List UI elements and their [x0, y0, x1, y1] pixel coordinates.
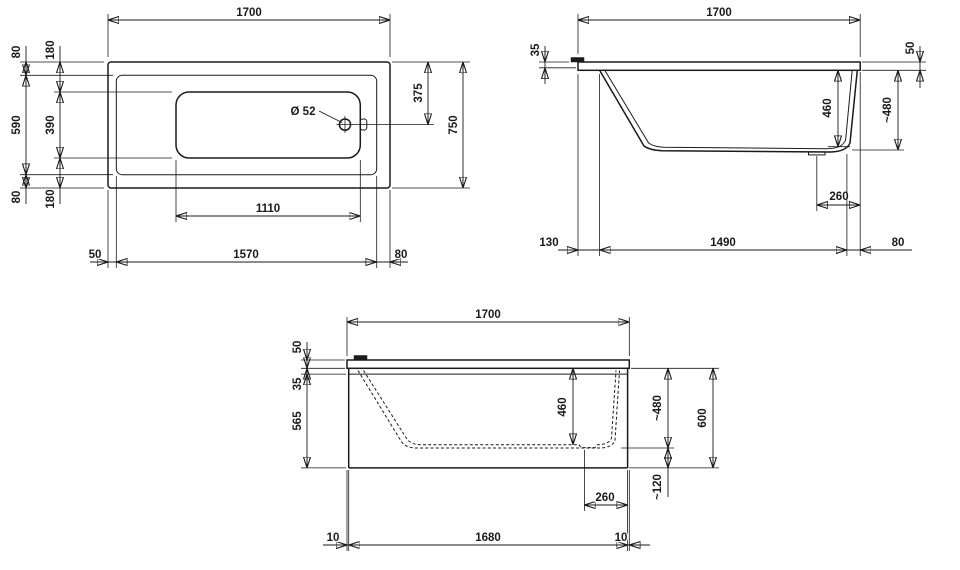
drain-leader-line: [318, 110, 343, 124]
plan-dim-width-total: 750: [392, 62, 470, 189]
front-inner-depth-label: 460: [557, 397, 569, 416]
front-view: 1700 50 35 565 460: [291, 308, 719, 551]
hidden-shell-outer: [357, 370, 620, 449]
front-dim-drain-offset: 260: [584, 450, 628, 511]
plan-inner-width-label: 590: [11, 115, 23, 134]
plan-drain-diameter-label: Ø 52: [291, 106, 316, 118]
front-rim-lip-label: 35: [292, 377, 304, 390]
front-panel-inset-right-label: 10: [615, 532, 628, 544]
plan-inner-length-label: 1570: [233, 249, 259, 261]
plan-rim-right-label: 80: [395, 249, 408, 261]
plan-view: Ø 52 1700 80 590 80: [10, 6, 470, 268]
plan-dim-basin-length: 1110: [175, 160, 361, 222]
rim-tab: [353, 355, 368, 361]
front-dim-body-height: ~480: [621, 367, 719, 449]
front-tub-outline: [346, 355, 631, 469]
side-rim-height-label: 50: [905, 42, 917, 55]
front-dim-bottom-row: 10 1680 10: [323, 470, 650, 551]
front-dim-inner-depth: 460: [556, 368, 573, 445]
front-rim-height-label: 50: [292, 341, 304, 354]
front-panel-inset-left-label: 10: [327, 532, 340, 544]
front-panel-length-label: 1680: [475, 532, 501, 544]
plan-dim-drain-offset: 375: [353, 61, 470, 125]
plan-width-total-label: 750: [448, 115, 460, 134]
rim-tab: [570, 57, 585, 63]
side-view: 1700 35 50 460: [529, 6, 926, 256]
front-length-total-label: 1700: [475, 309, 501, 321]
plan-dim-width-outer: 80 590 80: [10, 44, 113, 205]
side-apron-left-label: 130: [539, 237, 558, 249]
drain-fitting: [808, 151, 826, 156]
front-apron-height-label: 565: [292, 411, 304, 431]
side-bottom-length-label: 1490: [710, 237, 736, 249]
plan-rim-left-label: 50: [89, 249, 102, 261]
side-tub-outline: [570, 57, 861, 156]
plan-deck-top-label: 180: [45, 40, 57, 59]
side-dim-length: 1700: [577, 6, 861, 57]
side-dim-drain-offset: 260: [816, 156, 861, 211]
plan-length-total-label: 1700: [236, 7, 262, 19]
plan-basin-width-label: 390: [45, 115, 57, 134]
plan-drain-offset-label: 375: [413, 83, 425, 103]
front-drain-offset-label: 260: [595, 492, 614, 504]
side-drain-offset-label: 260: [829, 191, 848, 203]
front-body-height-label: ~480: [652, 395, 664, 421]
front-dim-floor-gap: ~120: [651, 448, 668, 501]
front-dim-length: 1700: [346, 308, 630, 356]
plan-rim-top-label: 80: [11, 46, 23, 59]
side-rim-lip-label: 35: [530, 43, 542, 56]
side-dim-rim-lip: 35: [529, 42, 576, 84]
front-total-height-label: 600: [697, 408, 709, 427]
side-dim-inner-depth: 460: [821, 70, 850, 148]
plan-dim-width-inner: 180 390 180: [44, 39, 172, 210]
plan-dim-bottom-row: 50 1570 80: [87, 176, 409, 268]
side-dim-rim-height: 50: [862, 40, 926, 88]
plan-basin-length-label: 1110: [256, 203, 280, 215]
side-inner-depth-label: 460: [822, 98, 834, 117]
plan-rim-bottom-label: 80: [11, 191, 23, 204]
hidden-shell-inner: [363, 370, 617, 449]
side-dim-bottom-row: 130 1490 80: [538, 72, 912, 256]
plan-tub-outline: [107, 61, 391, 189]
side-length-total-label: 1700: [706, 7, 732, 19]
plan-deck-bottom-label: 180: [45, 189, 57, 208]
side-dim-body-height: ~480: [852, 70, 904, 151]
front-dim-total-height: 600: [629, 368, 719, 469]
side-body-height-label: ~480: [882, 97, 894, 123]
front-floor-gap-label: ~120: [652, 474, 664, 500]
plan-dim-length: 1700: [107, 6, 391, 57]
side-apron-right-label: 80: [892, 237, 905, 249]
front-dim-left-column: 50 35 565: [291, 339, 346, 469]
